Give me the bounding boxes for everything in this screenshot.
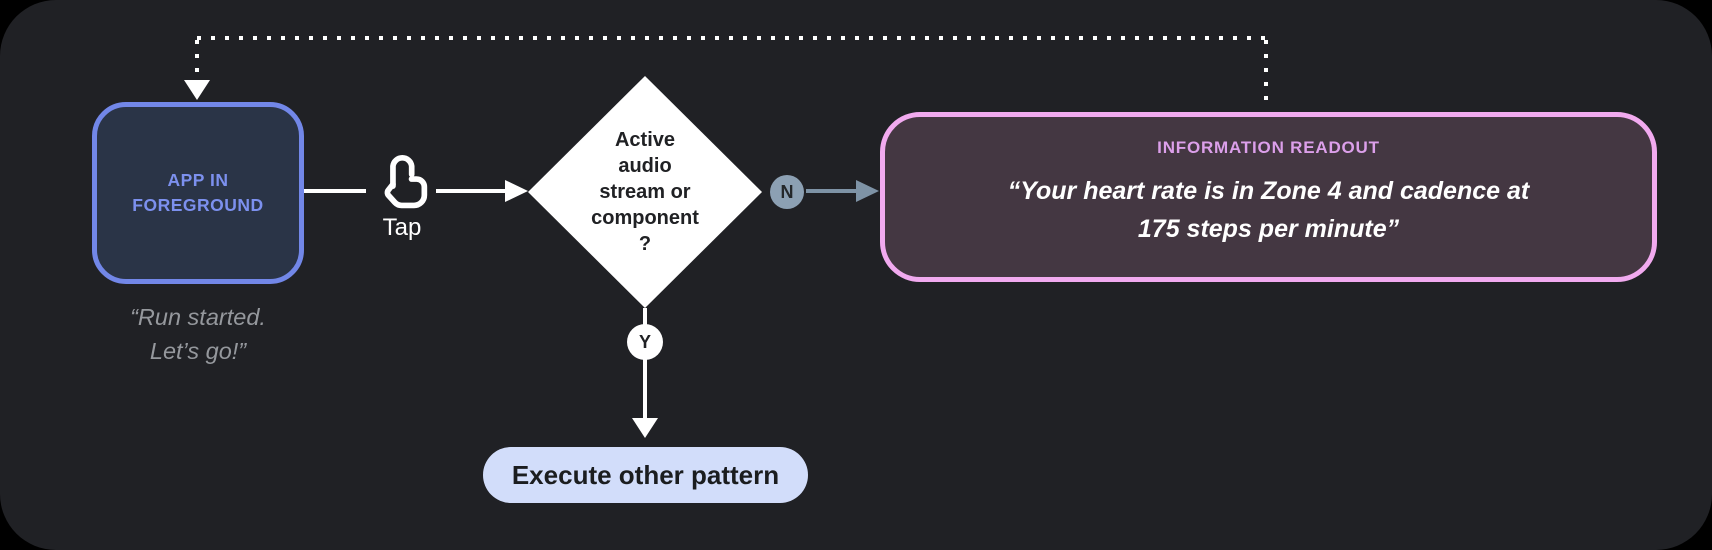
node-information-readout: INFORMATION READOUT “Your heart rate is …	[880, 112, 1657, 282]
feedback-loop-arrowhead-icon	[184, 80, 210, 100]
connector-no-to-readout	[806, 189, 858, 193]
node-decision-active-audio: Active audio stream or component ?	[528, 76, 762, 308]
node-information-readout-body: “Your heart rate is in Zone 4 and cadenc…	[1007, 177, 1530, 243]
voice-caption-run-started: “Run started. Let’s go!”	[130, 304, 266, 365]
tap-trigger: Tap	[364, 150, 440, 242]
connector-yes-arrowhead-icon	[632, 418, 658, 438]
node-execute-other-pattern-label: Execute other pattern	[511, 459, 780, 490]
feedback-loop-dotted-line-left	[195, 40, 199, 82]
node-decision-label: Active audio stream or component ?	[591, 129, 699, 255]
branch-yes-badge: Y	[627, 324, 663, 360]
tap-gesture-icon	[384, 155, 428, 209]
connector-yes-to-action	[643, 358, 647, 420]
connector-tap-to-decision	[436, 189, 506, 193]
connector-tap-arrowhead-icon	[505, 180, 528, 202]
connector-no-arrowhead-icon	[856, 180, 879, 202]
connector-decision-to-yes-badge	[643, 308, 647, 326]
feedback-loop-dotted-line-right	[1264, 40, 1268, 110]
node-app-in-foreground-label: APP IN FOREGROUND	[132, 169, 264, 215]
branch-no-badge: N	[770, 175, 804, 209]
connector-start-to-tap	[304, 189, 366, 193]
node-execute-other-pattern: Execute other pattern	[483, 447, 808, 503]
node-app-in-foreground: APP IN FOREGROUND	[92, 102, 304, 284]
node-information-readout-title: INFORMATION READOUT	[1157, 138, 1380, 157]
feedback-loop-dotted-line-top	[197, 36, 1267, 40]
tap-trigger-label: Tap	[382, 214, 422, 241]
